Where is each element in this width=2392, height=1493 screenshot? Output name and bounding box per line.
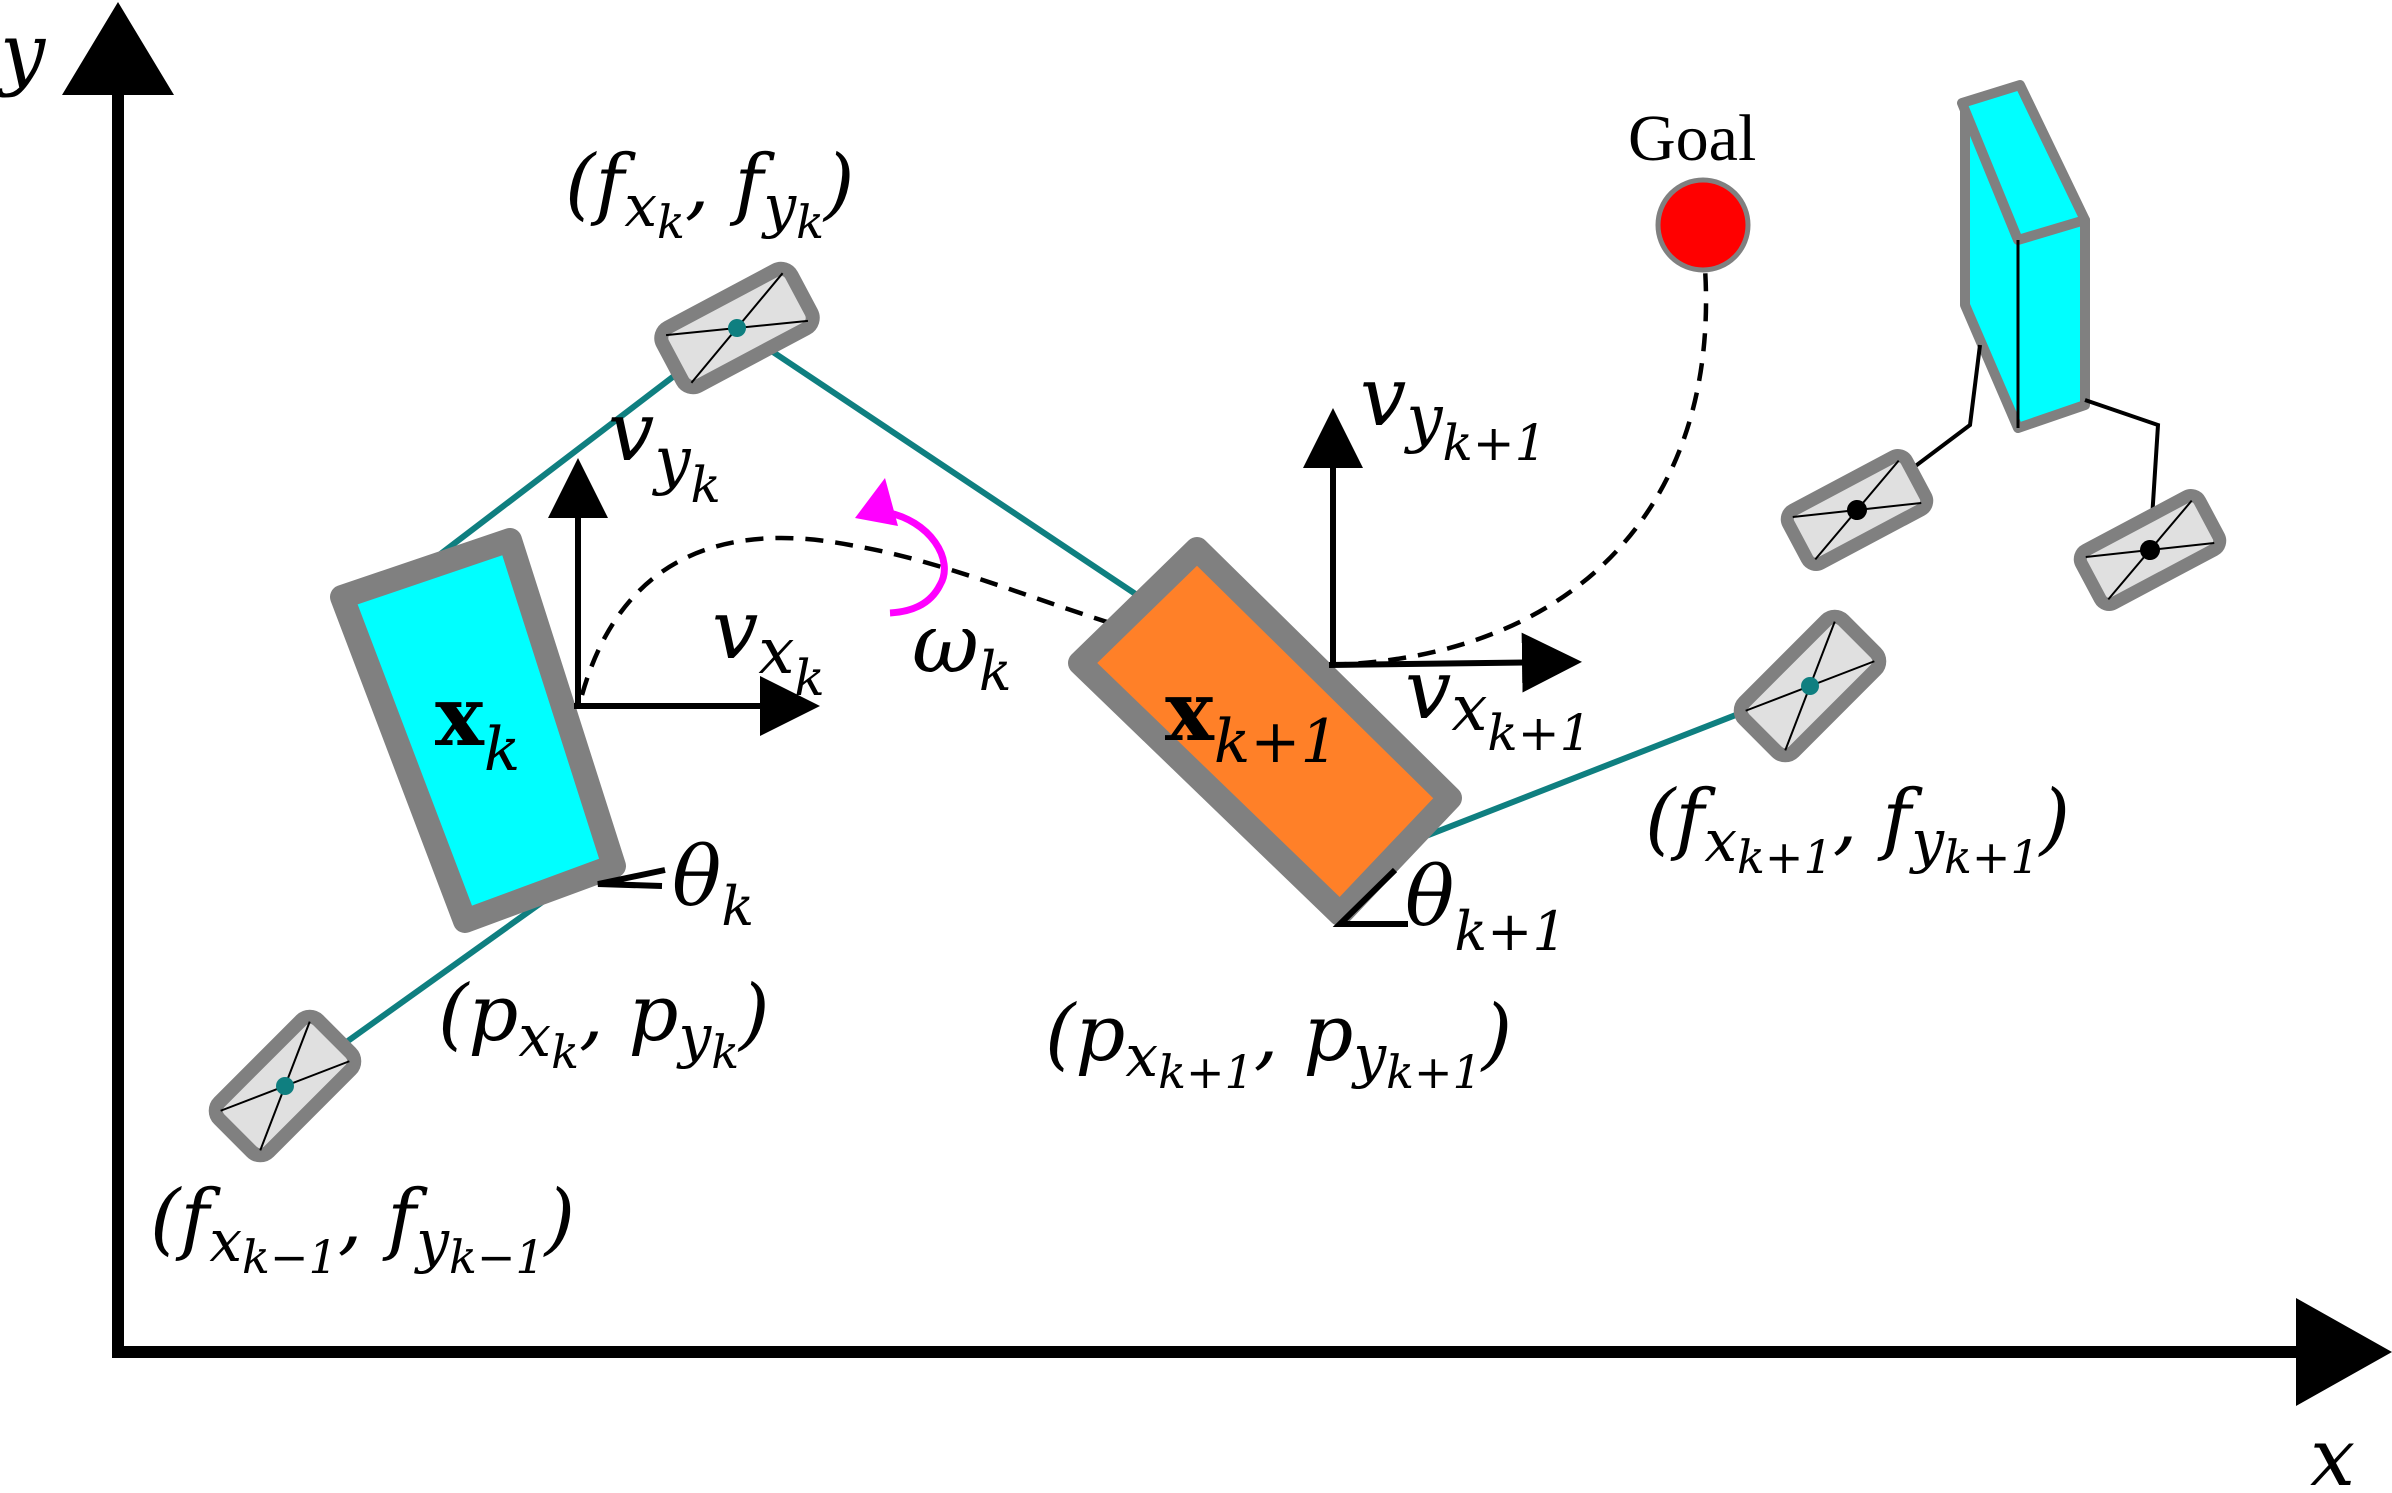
landmark-foot-right (2073, 489, 2227, 611)
state-k-label: xk (435, 669, 520, 785)
robot-k-velocity-frame (548, 458, 820, 736)
goal-marker: Goal (1628, 102, 1756, 273)
link-feature-k-k1 (735, 325, 1142, 600)
omega-arrowhead (855, 478, 898, 526)
y-axis-arrowhead (62, 2, 174, 95)
feature-km1-icon (208, 1009, 362, 1163)
feature-kp1-label: (fxk+1, fyk+1) (1645, 774, 2070, 884)
landmark-box-group (1780, 80, 2227, 611)
goal-label: Goal (1628, 102, 1756, 175)
landmark-foot-left (1780, 449, 1934, 571)
omega-k-label: ωk (912, 597, 1012, 703)
feature-km1-label: (fxk−1, fyk−1) (150, 1174, 575, 1284)
state-k1-label: xk+1 (1165, 664, 1339, 777)
theta-k1-mark (1332, 867, 1408, 927)
vx-k1-label: vxk+1 (1405, 643, 1591, 762)
omega-arc (884, 508, 948, 617)
vy-k-label: vyk (608, 385, 721, 514)
theta-marks (597, 867, 1408, 927)
y-axis-label: y (0, 6, 47, 99)
landmark-box-top (1957, 80, 2090, 245)
pos-k1-label: (pxk+1, pyk+1) (1045, 989, 1512, 1099)
feature-k-label: (fxk, fyk) (565, 139, 854, 249)
vy-k1-label: vyk+1 (1360, 350, 1547, 472)
vx-k1-arrow (1328, 632, 1582, 693)
robot-k-body (330, 528, 626, 933)
goal-circle (1655, 177, 1751, 273)
theta-k-mark (597, 867, 666, 889)
vx-k-label: vxk (712, 583, 825, 707)
x-axis-arrowhead (2296, 1298, 2392, 1406)
pos-k-label: (pxk, pyk) (438, 969, 770, 1079)
theta-k1-label: θk+1 (1405, 850, 1567, 963)
x-axis-label: x (2310, 1411, 2355, 1493)
robot-k1-body (1068, 537, 1462, 926)
feature-k-icon (654, 261, 820, 395)
theta-k-label: θk (672, 830, 754, 938)
robot-k1-velocity-frame (1303, 408, 1582, 693)
feature-kp1-icon (1733, 609, 1887, 763)
